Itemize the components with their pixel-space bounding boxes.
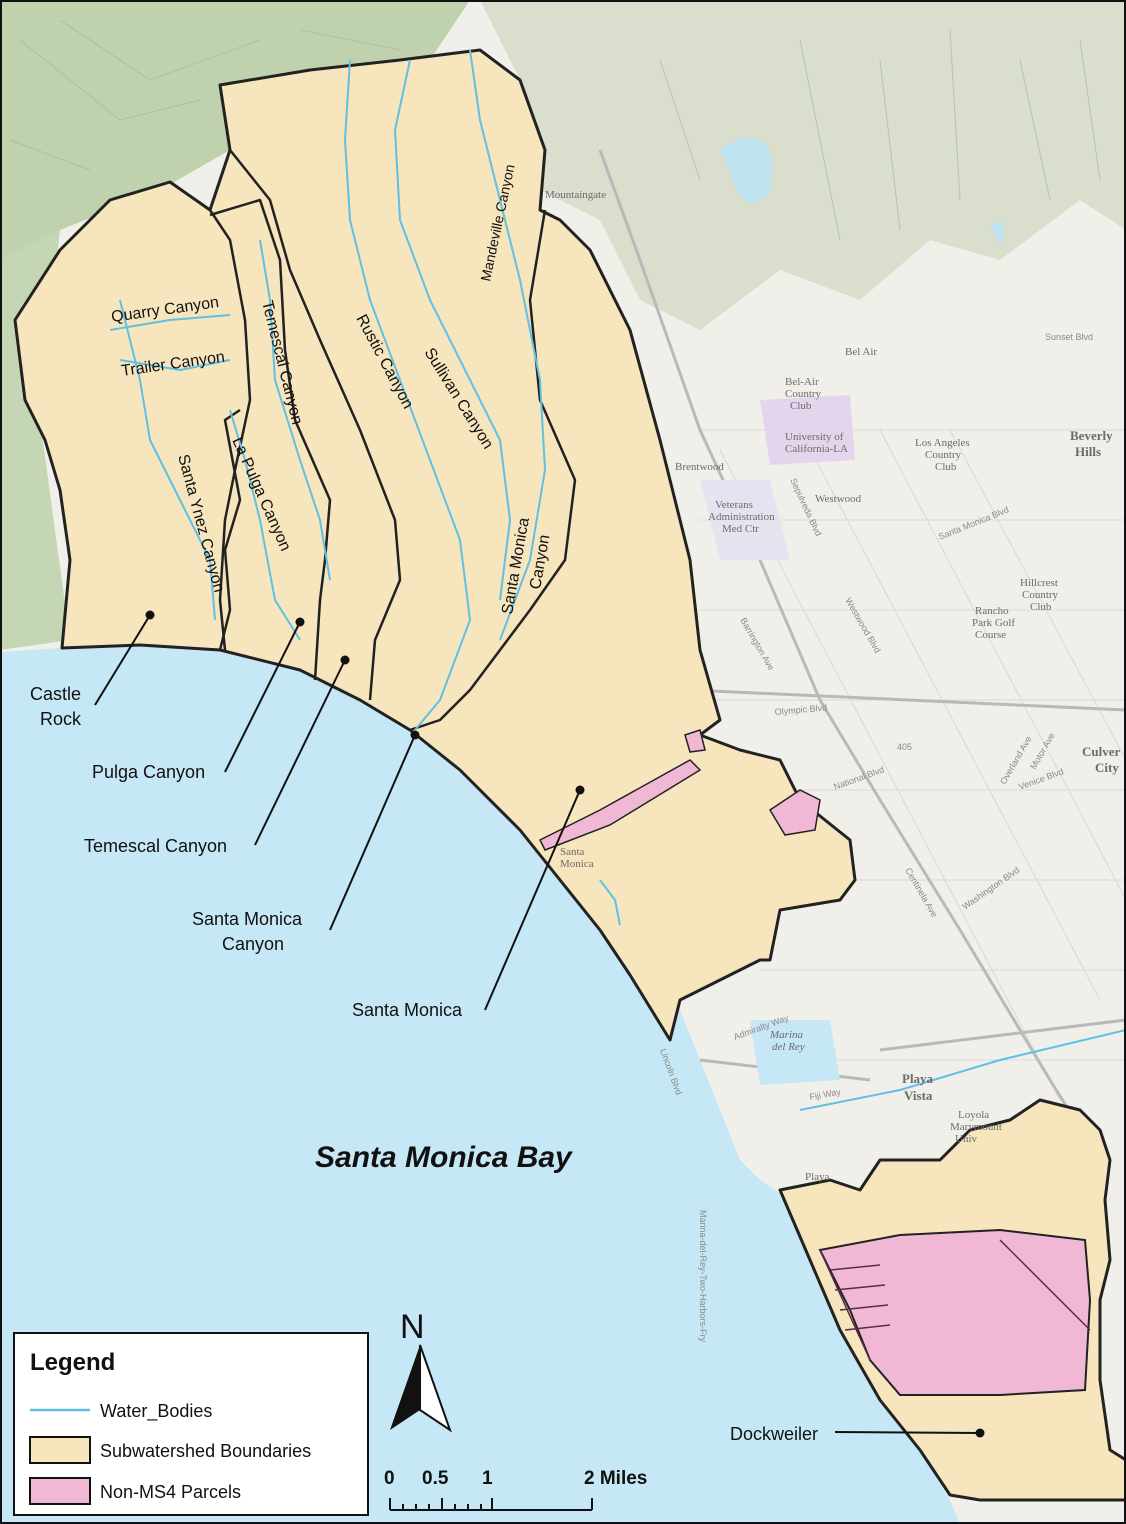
place-label: Loyola	[958, 1109, 989, 1121]
scale-tick-label: 0	[384, 1468, 395, 1489]
marina-basin	[750, 1020, 840, 1085]
place-label: Country	[1022, 589, 1059, 601]
legend: Legend Water_Bodies Subwatershed Boundar…	[13, 1332, 369, 1516]
street-label: Sunset Blvd	[1045, 332, 1093, 342]
place-label: Monica	[560, 858, 594, 870]
santa-monica-canyon-callout: Santa Monica	[192, 909, 303, 929]
place-label: Country	[785, 388, 822, 400]
street-label: Marina-del-Rey-Two-Harbors-Fry	[698, 1210, 708, 1343]
scale-tick-label: 0.5	[422, 1468, 449, 1489]
legend-item-label: Subwatershed Boundaries	[100, 1441, 311, 1461]
place-label: Club	[1030, 601, 1052, 613]
scale-tick-label: 2 Miles	[584, 1468, 647, 1489]
place-label: Med Ctr	[722, 523, 759, 535]
subwatershed-boundaries-south	[778, 1098, 1126, 1502]
place-label: Santa	[560, 846, 585, 858]
scale-bar: 0 0.5 1 2 Miles	[384, 1468, 647, 1511]
santa-monica-callout: Santa Monica	[352, 1000, 463, 1020]
place-label: del Rey	[772, 1041, 805, 1053]
non-ms4-parcels-north	[538, 729, 821, 851]
place-label: Rancho	[975, 605, 1009, 617]
dockweiler-callout: Dockweiler	[730, 1424, 818, 1444]
place-label: Culver	[1082, 744, 1121, 759]
place-labels: Bel Air Bel-Air Country Club University …	[545, 189, 1121, 1183]
bay-label: Santa Monica Bay	[315, 1141, 573, 1174]
pulga-canyon-callout: Pulga Canyon	[92, 762, 205, 782]
north-label: N	[400, 1308, 425, 1346]
legend-item-label: Non-MS4 Parcels	[100, 1482, 241, 1502]
place-label: City	[1095, 760, 1119, 775]
temescal-canyon-callout: Temescal Canyon	[84, 836, 227, 856]
water-bodies	[109, 49, 621, 926]
north-arrow-icon: N	[390, 1308, 452, 1433]
dockweiler-non-ms4	[818, 1228, 1092, 1396]
place-label: Playa	[902, 1071, 934, 1086]
place-label: Club	[790, 400, 812, 412]
place-label: Vista	[904, 1088, 933, 1103]
callout-dots	[145, 610, 985, 1438]
place-label: University of	[785, 431, 844, 443]
place-label: Brentwood	[675, 461, 724, 473]
street-label: 405	[897, 742, 912, 752]
place-label: Hills	[1075, 444, 1101, 459]
place-label: Mountaingate	[545, 189, 606, 201]
veterans-area	[700, 480, 790, 560]
place-label: Country	[925, 449, 962, 461]
place-label: Veterans	[715, 499, 753, 511]
callout-labels: Castle Rock Pulga Canyon Temescal Canyon…	[30, 684, 818, 1444]
place-label: Beverly	[1070, 428, 1113, 443]
place-label: Hillcrest	[1020, 577, 1058, 589]
legend-subwatershed-swatch	[29, 1436, 91, 1464]
place-label: Club	[935, 461, 957, 473]
place-label: Playa	[805, 1171, 830, 1183]
place-label: California-LA	[785, 443, 848, 455]
castle-rock-label-2: Rock	[40, 709, 82, 729]
place-label: Marina	[769, 1029, 804, 1041]
place-label: Bel-Air	[785, 376, 819, 388]
legend-title: Legend	[30, 1349, 115, 1376]
ocean	[0, 645, 960, 1524]
place-label: Park Golf	[972, 617, 1015, 629]
santa-monica-canyon-callout-2: Canyon	[222, 934, 284, 954]
place-label: Course	[975, 629, 1006, 641]
place-label: Bel Air	[845, 346, 877, 358]
street-label: Olympic Blvd	[774, 702, 827, 717]
callouts	[94, 614, 981, 1434]
legend-nonms4-swatch	[29, 1477, 91, 1505]
legend-item-label: Water_Bodies	[100, 1401, 212, 1422]
place-label: Univ	[955, 1133, 978, 1145]
ballona-creek	[799, 1029, 1126, 1111]
place-label: Westwood	[815, 493, 862, 505]
scale-tick-label: 1	[482, 1468, 493, 1489]
place-label: Marymount	[950, 1121, 1002, 1133]
place-label: Administration	[708, 511, 775, 523]
castle-rock-label: Castle	[30, 684, 81, 704]
place-label: Los Angeles	[915, 437, 970, 449]
ucla-area	[760, 395, 855, 465]
